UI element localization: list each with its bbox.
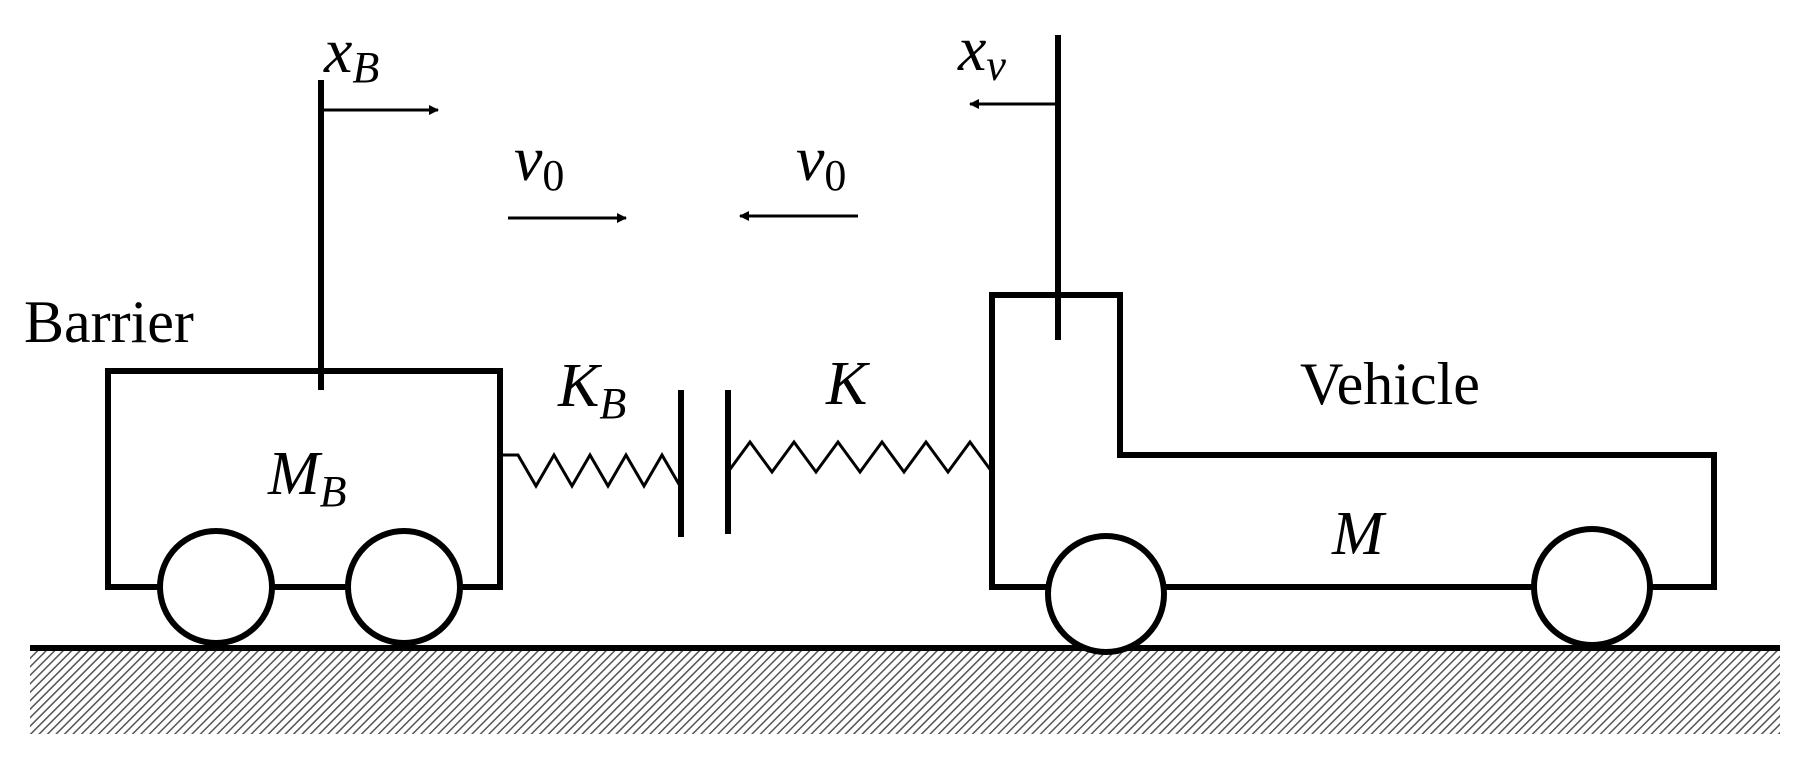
vehicle-label: Vehicle: [1300, 351, 1480, 417]
barrier-velocity-label: v0: [514, 123, 564, 200]
vehicle-body: [989, 292, 1717, 590]
vehicle-wheel-front: [1045, 533, 1167, 655]
vehicle-velocity-label: v0: [796, 123, 846, 200]
vehicle-disp-label: xv: [957, 13, 1006, 90]
ground-hatch: [30, 648, 1780, 734]
vehicle-stiffness-label: K: [825, 350, 871, 418]
barrier-disp-label: xB: [323, 15, 379, 92]
barrier-label: Barrier: [24, 289, 194, 355]
vehicle-spring: [726, 439, 994, 475]
barrier-wheel-left: [157, 528, 275, 646]
barrier-spring: [500, 452, 683, 489]
vehicle-mass-label: M: [1331, 500, 1387, 568]
barrier-wheel-right: [345, 528, 463, 646]
vehicle-wheel-rear: [1531, 526, 1653, 648]
barrier-mass-label: MB: [267, 440, 347, 516]
barrier-stiffness-label: KB: [557, 352, 626, 428]
